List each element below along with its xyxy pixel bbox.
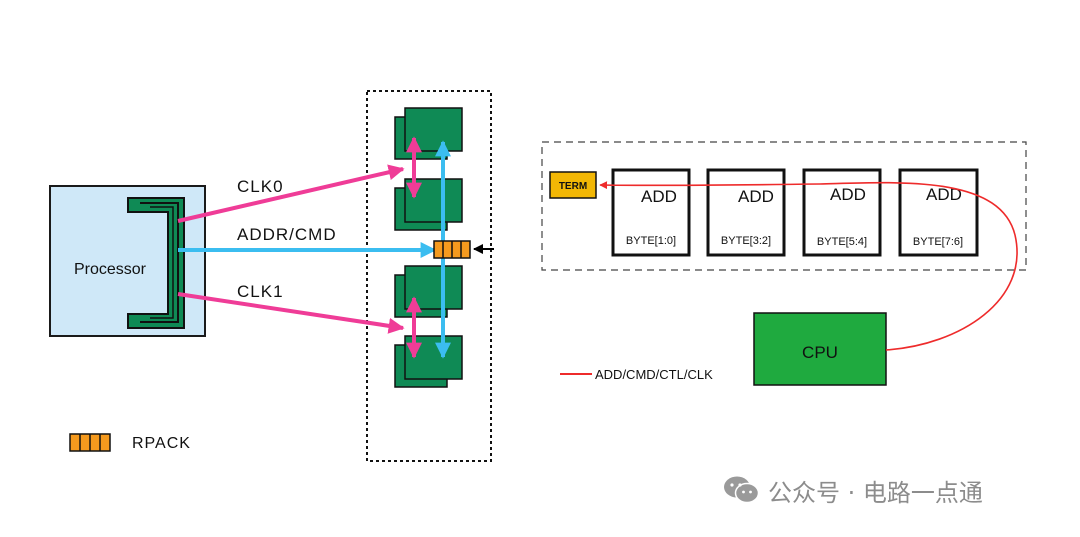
memory-chip-stack-2 xyxy=(394,178,463,231)
watermark-text: 公众号 · 电路一点通 xyxy=(768,478,983,507)
processor-block: Processor xyxy=(49,185,206,337)
fly-by-trace xyxy=(599,181,1018,351)
rpack-legend: RPACK xyxy=(69,433,191,452)
add-chip-2: ADD BYTE[3:2] xyxy=(706,168,786,257)
processor-label: Processor xyxy=(74,261,147,278)
term-block: TERM xyxy=(549,171,597,199)
rpack-on-bus xyxy=(433,240,471,259)
term-label: TERM xyxy=(559,181,587,192)
cpu-label: CPU xyxy=(802,343,838,362)
add-chip-label: ADD xyxy=(738,187,774,206)
add-chip-label: ADD xyxy=(830,185,866,204)
byte-lane-label: BYTE[7:6] xyxy=(913,236,963,248)
rpack-legend-label: RPACK xyxy=(132,435,191,452)
clk0-label: CLK0 xyxy=(237,177,284,196)
clk1-line xyxy=(177,292,405,334)
add-chip-1: ADD BYTE[1:0] xyxy=(611,168,691,257)
add-chip-label: ADD xyxy=(926,185,962,204)
clk0-line xyxy=(177,164,405,223)
byte-lane-label: BYTE[5:4] xyxy=(817,236,867,248)
watermark: 公众号 · 电路一点通 xyxy=(722,470,983,510)
dimm-boundary xyxy=(366,90,492,462)
memory-chip-stack-1 xyxy=(394,107,463,160)
trace-legend: ADD/CMD/CTL/CLK xyxy=(560,367,713,382)
addr-cmd-label: ADDR/CMD xyxy=(237,225,337,244)
module-boundary xyxy=(541,141,1027,271)
processor-connector xyxy=(127,197,185,329)
add-chip-label: ADD xyxy=(641,187,677,206)
trace-legend-label: ADD/CMD/CTL/CLK xyxy=(595,367,713,382)
wechat-icon xyxy=(724,476,760,504)
clk1-label: CLK1 xyxy=(237,282,284,301)
byte-lane-label: BYTE[3:2] xyxy=(721,235,771,247)
memory-chip-stack-4 xyxy=(394,335,463,388)
memory-chip-stack-3 xyxy=(394,265,463,318)
byte-lane-label: BYTE[1:0] xyxy=(626,235,676,247)
cpu-block: CPU xyxy=(753,312,887,386)
